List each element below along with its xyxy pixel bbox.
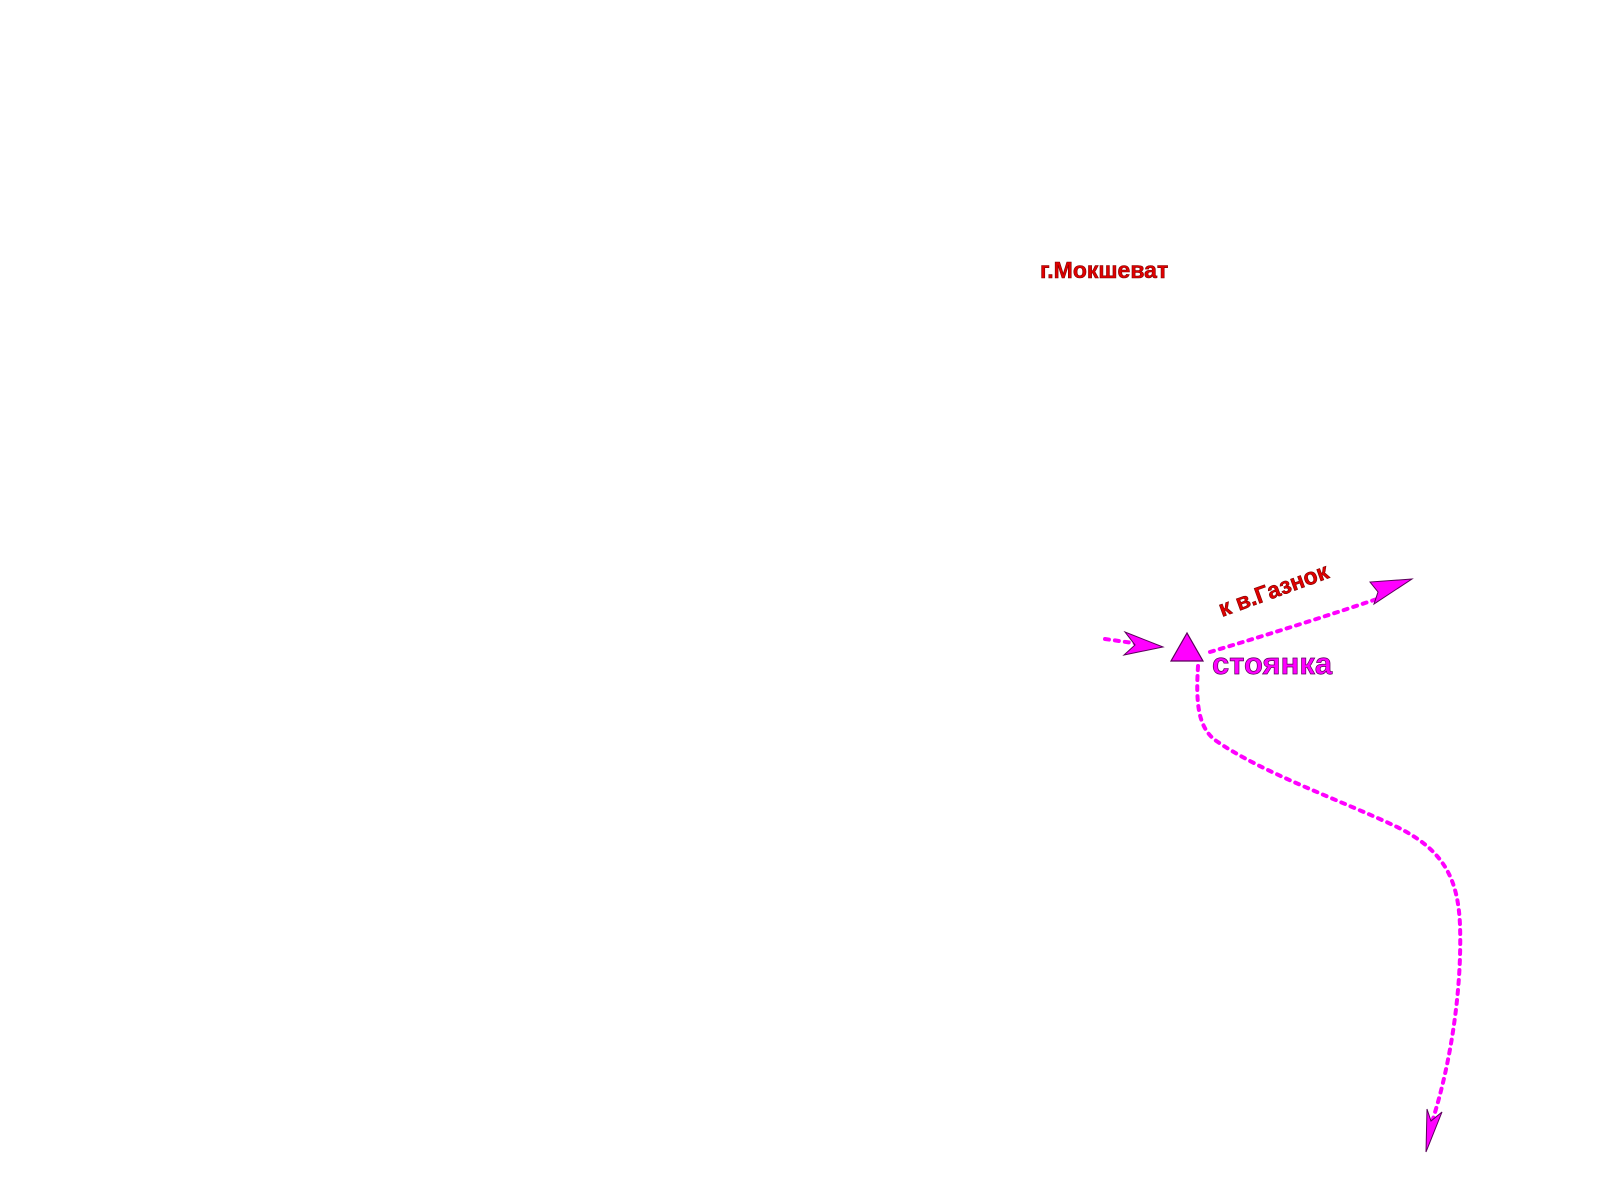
arrowhead-icon bbox=[1122, 630, 1165, 656]
triangle-marker-icon bbox=[1169, 631, 1205, 662]
parking-label: стоянка bbox=[1212, 646, 1333, 681]
route-path-south bbox=[1195, 664, 1463, 1124]
arrowhead-icon bbox=[1425, 1108, 1443, 1153]
route-path-northeast bbox=[1208, 596, 1382, 654]
direction-label: к в.Газнок bbox=[1215, 558, 1333, 622]
arrowhead-icon bbox=[1369, 578, 1414, 606]
summit-label: г.Мокшеват bbox=[1040, 257, 1168, 283]
